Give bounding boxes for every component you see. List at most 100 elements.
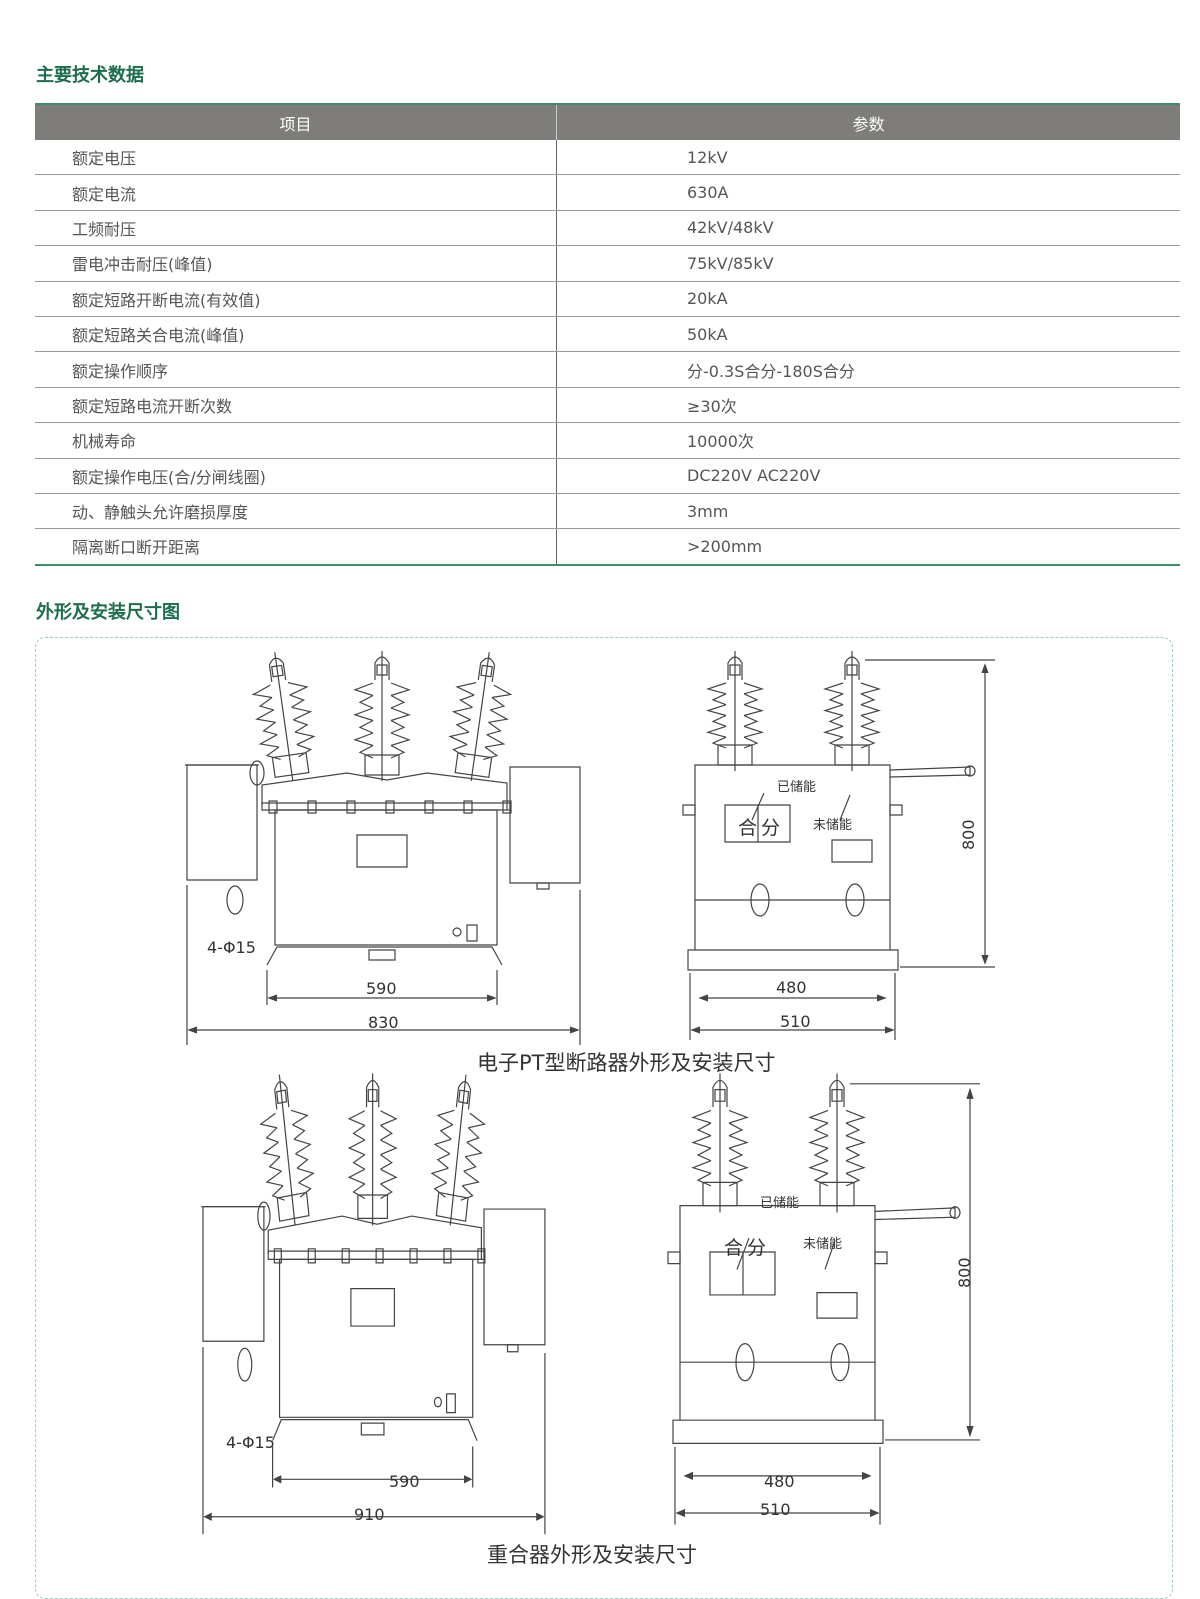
dimension-arrow: [677, 1510, 878, 1517]
param-value: 20kA: [556, 281, 1180, 317]
bolt-icon: [478, 1249, 485, 1263]
insulator-icon: [427, 1070, 489, 1229]
param-value: >200mm: [556, 528, 1180, 566]
d2-caption: 重合器外形及安装尺寸: [487, 1543, 697, 1567]
table-row: 额定短路电流开断次数≥30次: [35, 387, 1180, 424]
drawing-line: [693, 1161, 747, 1174]
param-name: 隔离断口断开距离: [35, 528, 557, 566]
hole-icon: [846, 884, 864, 916]
drawing-line: [456, 718, 501, 737]
drawing-line: [259, 693, 304, 712]
param-name: 工频耐压: [35, 210, 557, 247]
drawing-line: [252, 680, 307, 700]
d2-holes-label: 4-Φ15: [226, 1433, 275, 1452]
tank-body: [280, 1259, 473, 1417]
table-row: 额定短路开断电流(有效值)20kA: [35, 281, 1180, 317]
param-name: 动、静触头允许磨损厚度: [35, 493, 557, 530]
drawing-line: [360, 696, 404, 709]
param-value: 42kV/48kV: [556, 210, 1180, 247]
drawing-line: [668, 1252, 680, 1264]
param-name: 额定短路开断电流(有效值): [35, 281, 557, 317]
d1-height: 800: [959, 819, 978, 850]
drawing-line: [266, 743, 311, 762]
d2-open-label: 分: [747, 1237, 766, 1259]
drawing-line: [258, 1202, 270, 1230]
drawing-line: [713, 694, 757, 705]
d2-not-stored-label: 未储能: [803, 1237, 842, 1252]
drawing-line: [683, 805, 695, 815]
param-value: 10000次: [556, 422, 1180, 459]
tank-top: [268, 1216, 481, 1259]
drawing-line: [355, 733, 409, 746]
param-value: 50kA: [556, 316, 1180, 353]
d1-dim-inner: 590: [366, 979, 397, 998]
lever-icon: [840, 795, 850, 820]
bolt-icon: [464, 801, 472, 813]
d1-dim-outer: 830: [368, 1013, 399, 1032]
d2-dim-outer: 910: [354, 1505, 385, 1524]
operating-arm: [890, 767, 970, 777]
insulator-icon: [693, 1073, 747, 1212]
bolt-icon: [376, 1249, 383, 1263]
control-box-left: [203, 1207, 264, 1342]
insulator-icon: [248, 648, 320, 784]
mechanism-box: [680, 1206, 875, 1363]
d1-not-stored-label: 未储能: [813, 818, 852, 833]
insulator-icon: [444, 648, 516, 784]
drawing-line: [269, 1152, 308, 1174]
tank-top: [262, 773, 507, 810]
bolt-icon: [503, 801, 511, 813]
drain: [361, 1423, 384, 1435]
drawing-line: [275, 652, 293, 781]
dimension-arrow: [685, 1472, 870, 1479]
drawing-line: [825, 683, 879, 694]
drawing-line: [698, 1148, 742, 1161]
param-name: 额定电流: [35, 174, 557, 211]
base-bracket: [273, 1420, 477, 1441]
lever-icon: [752, 793, 764, 820]
drawing-line: [508, 1345, 518, 1352]
mechanism-box: [695, 765, 890, 900]
drawing-line: [260, 1107, 308, 1130]
insulator-icon: [349, 1073, 396, 1225]
drawing-line: [708, 683, 762, 694]
drawing-line: [450, 1075, 466, 1226]
param-name: 机械寿命: [35, 422, 557, 459]
drawing-line: [830, 737, 874, 748]
drawing-line: [810, 1136, 864, 1149]
counter-window: [832, 840, 872, 862]
drawing-line: [815, 1123, 859, 1136]
insulator-icon: [256, 1070, 318, 1229]
dimension-arrow: [274, 1476, 471, 1483]
nameplate: [351, 1289, 395, 1326]
table-row: 额定短路关合电流(峰值)50kA: [35, 316, 1180, 353]
param-name: 额定操作电压(合/分闸线圈): [35, 458, 557, 494]
base-plate: [673, 1420, 883, 1443]
drawing-line: [460, 693, 505, 712]
bolt-icon: [347, 801, 355, 813]
param-value: ≥30次: [556, 387, 1180, 424]
param-value: 12kV: [556, 140, 1180, 176]
param-value: 75kV/85kV: [556, 245, 1180, 282]
d2-side-view: [668, 1073, 980, 1524]
drawing-line: [708, 726, 762, 737]
dimension-arrow: [692, 1027, 893, 1033]
section-title-dimensions: 外形及安装尺寸图: [36, 602, 180, 623]
base-plate: [688, 950, 898, 970]
operating-arm: [875, 1208, 955, 1220]
bolt-icon: [308, 801, 316, 813]
drawing-line: [263, 1136, 311, 1159]
dimension-arrow: [700, 995, 885, 1001]
d2-close-label: 合: [724, 1237, 743, 1259]
bolt-icon: [444, 1249, 451, 1263]
drawing-line: [456, 680, 511, 700]
terminal-icon: [447, 1394, 456, 1413]
table-row: 额定操作电压(合/分闸线圈)DC220V AC220V: [35, 458, 1180, 494]
bolt-icon: [425, 801, 433, 813]
drawing-line: [434, 1181, 473, 1203]
drawing-line: [349, 1140, 396, 1155]
param-value: 3mm: [556, 493, 1180, 530]
table-row: 隔离断口断开距离>200mm: [35, 528, 1180, 566]
